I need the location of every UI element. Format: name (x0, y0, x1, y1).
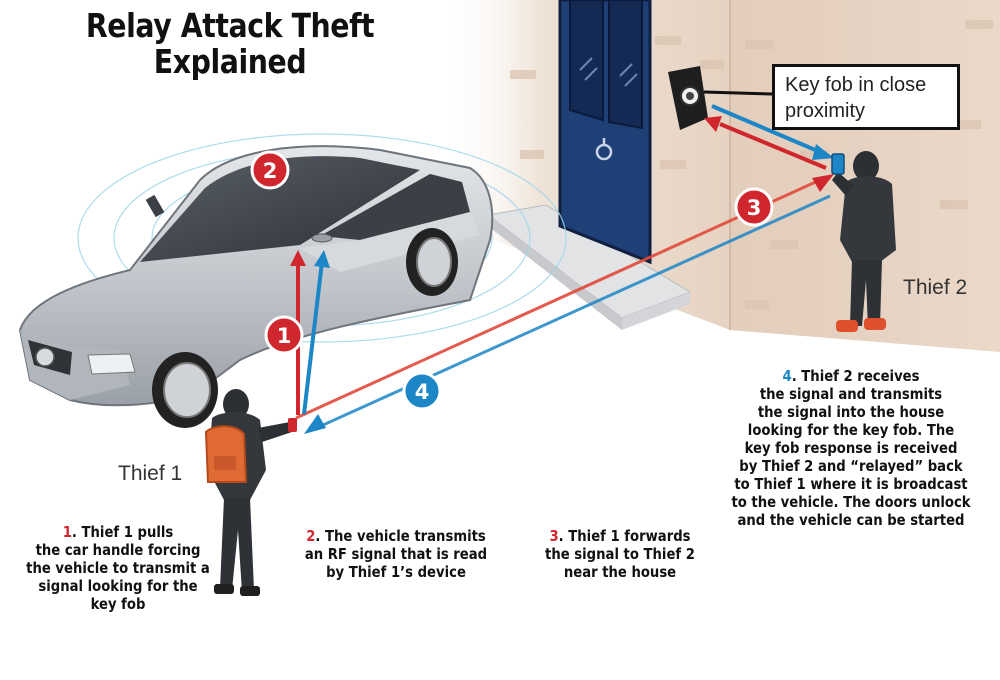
callout-line-1: Key fob in close (785, 74, 927, 96)
badge-4: 4 (402, 371, 442, 411)
step-4-line-3: the signal into the house (757, 403, 945, 421)
step-3-number: 3 (549, 527, 559, 545)
page-title: Relay Attack Theft Explained (84, 8, 376, 80)
step-1-text: 1. Thief 1 pulls the car handle forcing … (14, 523, 222, 613)
callout-line-2: proximity (785, 100, 866, 122)
step-1-line-3: the vehicle to transmit a (26, 559, 210, 577)
step-4-line-1: Thief 2 receives (801, 367, 920, 385)
badge-3-text: 3 (747, 196, 762, 220)
step-1-line-2: the car handle forcing (35, 541, 201, 559)
badge-3: 3 (734, 187, 774, 227)
step-1-line-1: Thief 1 pulls (81, 523, 174, 541)
step-2-line-1: The vehicle transmits (325, 527, 486, 545)
title-line-2: Explained (153, 42, 307, 81)
step-4-line-4: looking for the key fob. The (747, 421, 955, 439)
step-3-line-1: Thief 1 forwards (568, 527, 691, 545)
car-illustration (18, 145, 494, 428)
step-2-text: 2. The vehicle transmits an RF signal th… (290, 527, 501, 581)
step-1-number: 1 (62, 523, 72, 541)
step-2-number: 2 (306, 527, 316, 545)
step-2-line-3: by Thief 1’s device (326, 563, 466, 581)
step-4-line-6: by Thief 2 and “relayed” back (739, 457, 963, 475)
badge-4-text: 4 (415, 380, 430, 404)
thief-1-figure (204, 389, 297, 596)
step-3-text: 3. Thief 1 forwards the signal to Thief … (532, 527, 708, 581)
step-4-number: 4 (782, 367, 792, 385)
badge-1: 1 (264, 315, 304, 355)
signal-arrows (290, 104, 834, 434)
badge-2-text: 2 (263, 159, 278, 183)
step-4-line-5: key fob response is received (744, 439, 958, 457)
key-fob-icon (668, 66, 773, 130)
key-fob-callout: Key fob in close proximity (772, 64, 960, 130)
step-2-line-2: an RF signal that is read (304, 545, 488, 563)
title-line-1: Relay Attack Theft (85, 6, 375, 45)
step-3-line-3: near the house (563, 563, 677, 581)
thief-1-label: Thief 1 (118, 462, 183, 485)
step-4-line-2: the signal and transmits (759, 385, 943, 403)
step-4-text: 4. Thief 2 receives the signal and trans… (723, 367, 978, 529)
badge-2: 2 (250, 150, 290, 190)
thief-2-label: Thief 2 (903, 276, 968, 299)
step-3-line-2: the signal to Thief 2 (545, 545, 695, 563)
step-1-line-5: key fob (90, 595, 146, 613)
step-4-line-9: and the vehicle can be started (737, 511, 965, 529)
step-4-line-7: to Thief 1 where it is broadcast (734, 475, 968, 493)
thief-2-figure (831, 151, 896, 332)
step-4-line-8: to the vehicle. The doors unlock (731, 493, 971, 511)
step-1-line-4: signal looking for the (38, 577, 198, 595)
badge-1-text: 1 (277, 324, 292, 348)
door-illustration (558, 0, 652, 265)
